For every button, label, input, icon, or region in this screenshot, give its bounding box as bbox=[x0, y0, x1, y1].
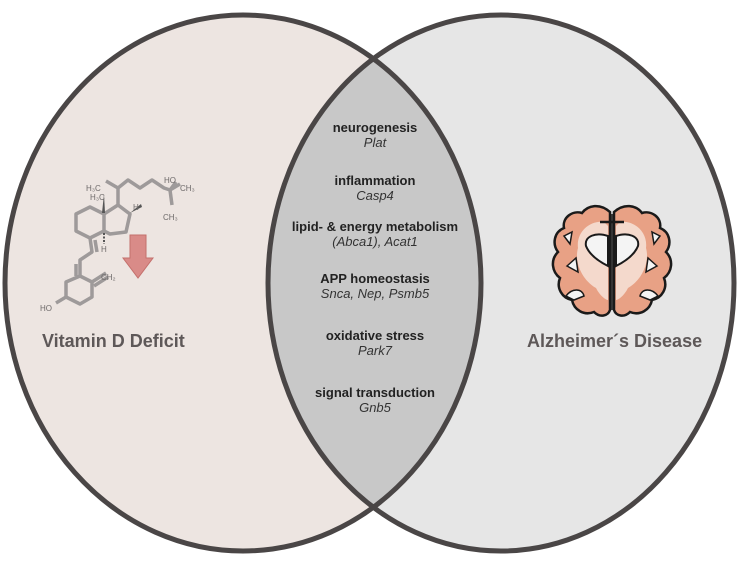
overlap-genes: Plat bbox=[363, 135, 387, 150]
overlap-category: inflammation bbox=[334, 173, 416, 188]
set-left-outline bbox=[2, 12, 484, 554]
overlap-item: lipid- & energy metabolism (Abca1), Acat… bbox=[272, 219, 478, 249]
stereo-bonds bbox=[102, 194, 142, 244]
brain-coronal-section-icon bbox=[551, 204, 673, 317]
overlap-content: neurogenesis Plat inflammation Casp4 lip… bbox=[272, 120, 478, 415]
label-h-top: H bbox=[133, 203, 139, 212]
label-ch3-bottom: CH₃ bbox=[163, 213, 178, 222]
overlap-item: inflammation Casp4 bbox=[272, 173, 478, 203]
set-right-outline bbox=[265, 12, 737, 554]
set-right-label: Alzheimer´s Disease bbox=[527, 331, 703, 351]
overlap-item: oxidative stress Park7 bbox=[272, 328, 478, 358]
label-h3c-1: H₃C bbox=[86, 184, 101, 193]
overlap-category: APP homeostasis bbox=[320, 271, 430, 286]
label-ho-bottom: HO bbox=[40, 304, 52, 313]
overlap-category: lipid- & energy metabolism bbox=[291, 219, 459, 234]
molecule-atom-labels: H₃C H₃C H H HO CH₃ CH₃ CH₂ HO bbox=[40, 176, 195, 313]
overlap-item: APP homeostasis Snca, Nep, Psmb5 bbox=[272, 271, 478, 301]
set-left-label: Vitamin D Deficit bbox=[42, 331, 185, 351]
label-ch3-right: CH₃ bbox=[180, 184, 195, 193]
overlap-region bbox=[268, 15, 481, 551]
label-ch2: CH₂ bbox=[101, 273, 116, 282]
label-h-bottom: H bbox=[101, 245, 107, 254]
down-arrow-icon bbox=[122, 234, 154, 279]
overlap-category: neurogenesis bbox=[332, 120, 418, 135]
overlap-genes: Snca, Nep, Psmb5 bbox=[320, 286, 430, 301]
overlap-genes: (Abca1), Acat1 bbox=[332, 234, 418, 249]
vitamin-d-molecule-icon bbox=[55, 178, 181, 306]
overlap-item: signal transduction Gnb5 bbox=[272, 385, 478, 415]
overlap-genes: Gnb5 bbox=[359, 400, 391, 415]
overlap-genes: Casp4 bbox=[356, 188, 394, 203]
overlap-genes: Park7 bbox=[358, 343, 392, 358]
label-h3c-2: H₃C bbox=[90, 193, 105, 202]
overlap-category: signal transduction bbox=[315, 385, 435, 400]
overlap-category: oxidative stress bbox=[325, 328, 425, 343]
overlap-item: neurogenesis Plat bbox=[272, 120, 478, 150]
label-ho-top: HO bbox=[164, 176, 176, 185]
